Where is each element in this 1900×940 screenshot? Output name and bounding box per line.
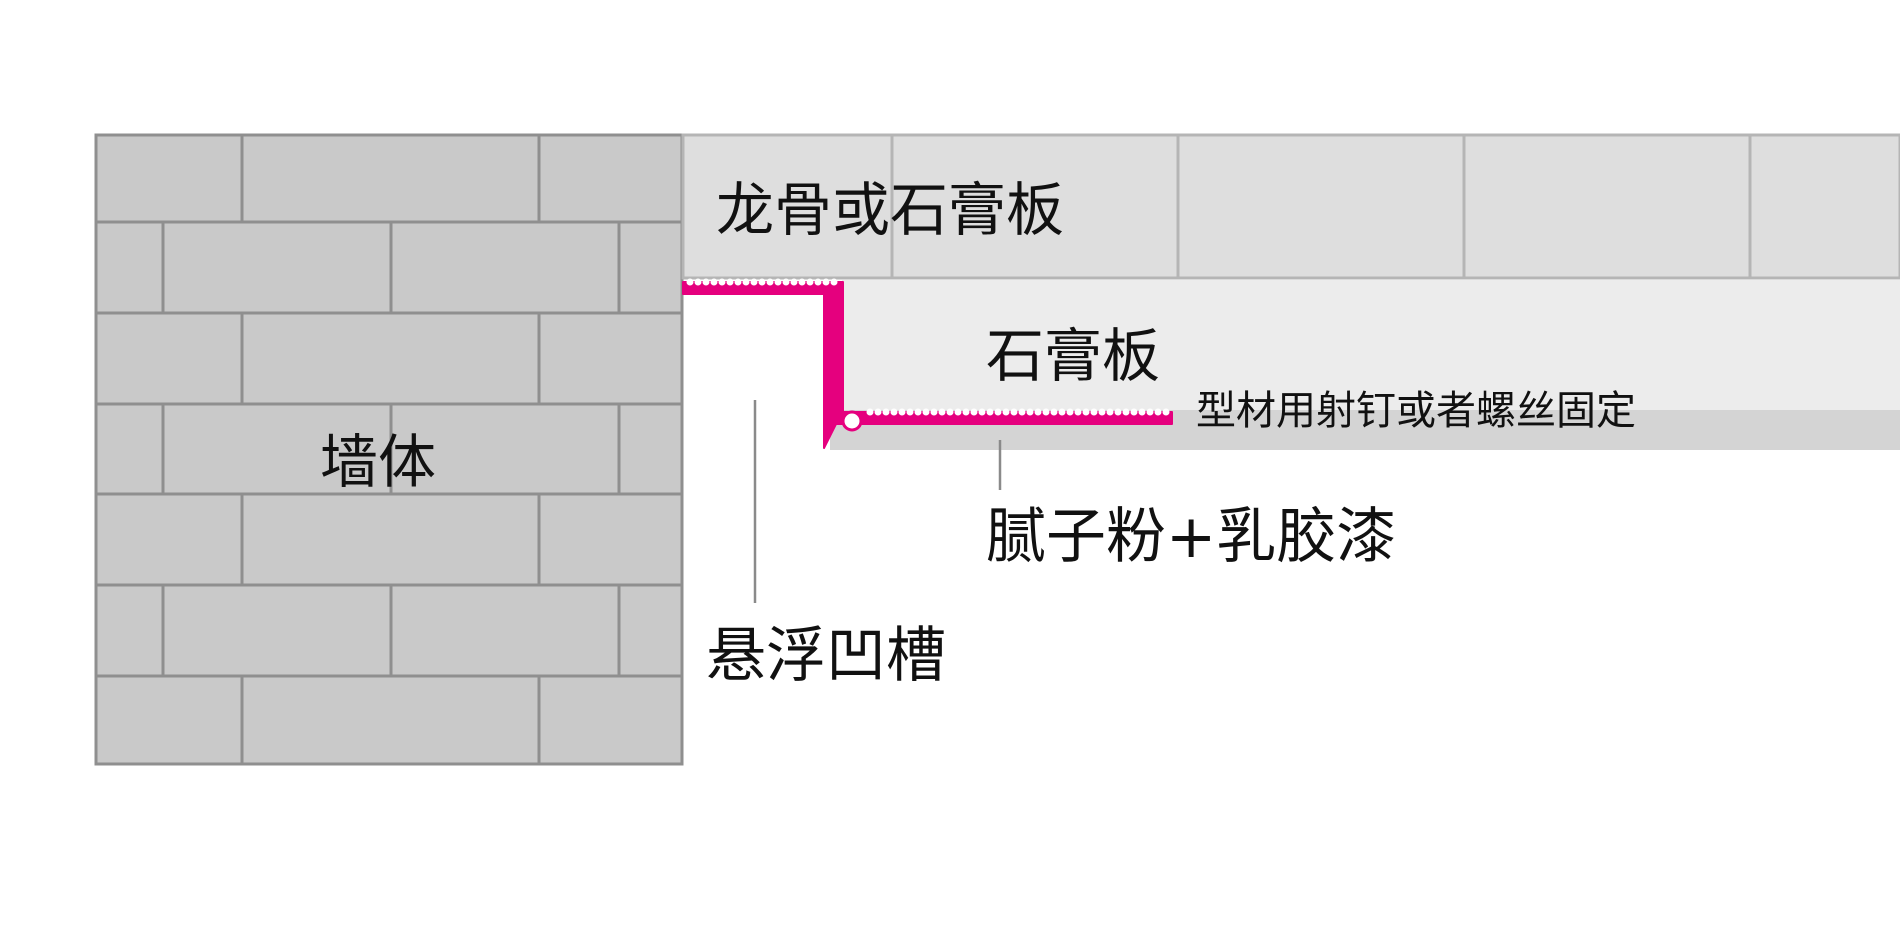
shadow-gap-profile [682, 278, 1173, 449]
profile-serration [906, 408, 914, 416]
profile-serration [742, 278, 750, 286]
profile-serration [814, 278, 822, 286]
profile-serration [718, 278, 726, 286]
putty-paint-label: 腻子粉+乳胶漆 [986, 502, 1396, 572]
profile-serration [734, 278, 742, 286]
profile-serration [1138, 408, 1146, 416]
profile-curl [841, 410, 863, 432]
profile-serration [898, 408, 906, 416]
profile-serration [1042, 408, 1050, 416]
profile-serration [766, 278, 774, 286]
profile-serration [1114, 408, 1122, 416]
profile-serration [1106, 408, 1114, 416]
profile-serration [1034, 408, 1042, 416]
profile-serration [986, 408, 994, 416]
profile-serration [702, 278, 710, 286]
profile-serration [1026, 408, 1034, 416]
profile-serration [790, 278, 798, 286]
profile-serration [978, 408, 986, 416]
profile-serration [1018, 408, 1026, 416]
profile-serration [798, 278, 806, 286]
profile-serration [782, 278, 790, 286]
profile-serration [874, 408, 882, 416]
brick-joints [96, 135, 682, 764]
profile-serration [686, 278, 694, 286]
profile-serration [930, 408, 938, 416]
profile-serration [726, 278, 734, 286]
ceiling-panel-body [681, 133, 1900, 280]
profile-serration [914, 408, 922, 416]
profile-serration [710, 278, 718, 286]
profile-serration [1050, 408, 1058, 416]
profile-serration [830, 278, 838, 286]
profile-serration [922, 408, 930, 416]
fixing-note-label: 型材用射钉或者螺丝固定 [1196, 388, 1636, 434]
profile-serration [1122, 408, 1130, 416]
profile-serration [758, 278, 766, 286]
profile-serration [946, 408, 954, 416]
ceiling-panel [681, 133, 1900, 280]
profile-serration [1146, 408, 1154, 416]
profile-serration [882, 408, 890, 416]
profile-serration [970, 408, 978, 416]
shadow-gap-label: 悬浮凹槽 [706, 621, 946, 691]
profile-serration [1066, 408, 1074, 416]
profile-serration [1082, 408, 1090, 416]
profile-serration [694, 278, 702, 286]
profile-serration [1130, 408, 1138, 416]
profile-serration [806, 278, 814, 286]
profile-serration [1098, 408, 1106, 416]
ceiling-panel-joints [890, 135, 1752, 278]
profile-serration [822, 278, 830, 286]
profile-serration [954, 408, 962, 416]
profile-serration [1154, 408, 1162, 416]
profile-serration [994, 408, 1002, 416]
ceiling-label: 龙骨或石膏板 [716, 176, 1064, 244]
profile-serration [890, 408, 898, 416]
profile-serration [938, 408, 946, 416]
profile-serration [1058, 408, 1066, 416]
profile-serration [1002, 408, 1010, 416]
gypsum-board-label: 石膏板 [986, 322, 1160, 390]
profile-serration [1074, 408, 1082, 416]
profile-serration [774, 278, 782, 286]
profile-serration [866, 408, 874, 416]
profile-serration [1010, 408, 1018, 416]
brick-wall [94, 133, 684, 766]
profile-serration [1162, 408, 1170, 416]
gypsum-board-layer [842, 280, 1900, 410]
wall-body [94, 133, 684, 766]
profile-serration [1090, 408, 1098, 416]
profile-serration [750, 278, 758, 286]
wall-label: 墙体 [320, 428, 436, 496]
profile-serration [962, 408, 970, 416]
